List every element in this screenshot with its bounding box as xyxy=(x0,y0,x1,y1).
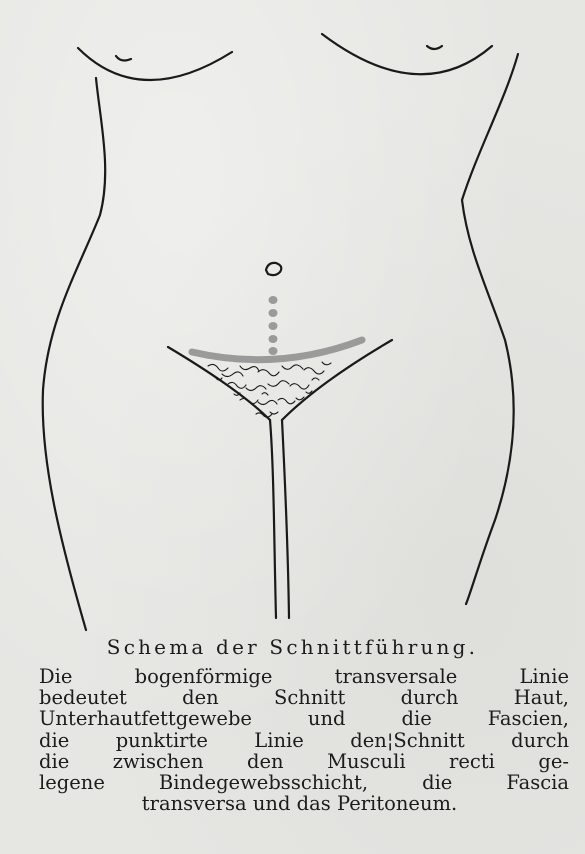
caption-line: die zwischen den Musculi recti ge- xyxy=(0,751,585,772)
caption-body: Die bogenförmige transversale Linie bede… xyxy=(0,666,585,814)
dotted-incision-line xyxy=(269,296,278,355)
right-breast-outline xyxy=(322,34,492,74)
left-breast-outline xyxy=(78,48,232,80)
caption-line: transversa und das Peritoneum. xyxy=(0,793,585,814)
navel xyxy=(266,263,281,275)
figure-caption: Schema der Schnittführung. Die bogenförm… xyxy=(0,634,585,814)
left-nipple xyxy=(116,56,131,60)
right-nipple xyxy=(427,46,442,49)
left-inner-thigh xyxy=(270,420,276,618)
left-body-contour xyxy=(43,78,105,630)
right-inner-thigh xyxy=(282,420,289,618)
caption-line: Unterhautfettgewebe und die Fascien, xyxy=(0,708,585,729)
caption-line: die punktirte Linie den¦Schnitt durch xyxy=(0,730,585,751)
torso-illustration xyxy=(0,0,585,640)
caption-line: bedeutet den Schnitt durch Haut, xyxy=(0,687,585,708)
caption-title: Schema der Schnittführung. xyxy=(0,634,585,660)
caption-line: legene Bindegewebsschicht, die Fascia xyxy=(0,772,585,793)
pubic-hair-texture xyxy=(208,362,331,417)
right-body-contour xyxy=(462,54,518,604)
caption-line: Die bogenförmige transversale Linie xyxy=(0,666,585,687)
